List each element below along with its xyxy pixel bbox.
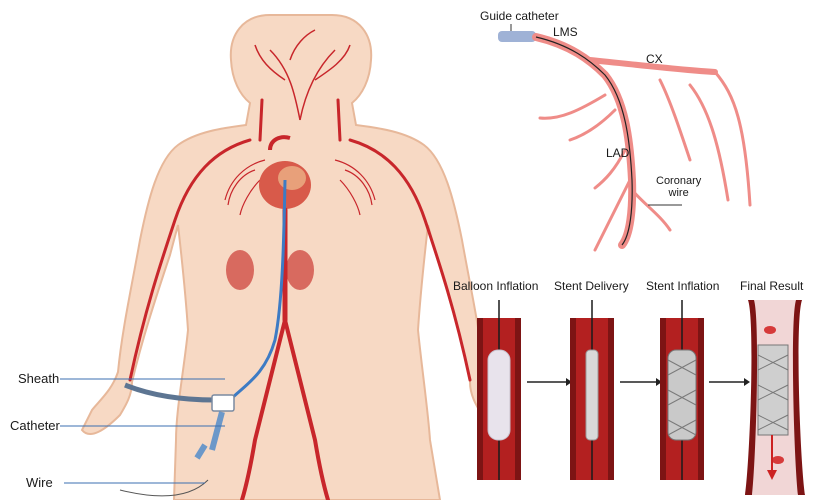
wire-label: Wire [26,475,53,490]
step2-vessel [570,300,614,480]
catheter-path [228,179,287,402]
lungs [224,159,376,216]
guide-catheter-label: Guide catheter [480,9,559,23]
head-arteries [254,29,351,121]
coronary-wire [535,36,633,246]
step-title-stent-delivery: Stent Delivery [554,279,629,293]
cx-label: CX [646,52,663,66]
lms-label: LMS [553,25,578,39]
lad-label: LAD [606,146,630,160]
catheter-label: Catheter [10,418,60,433]
coronary-arteries [532,33,752,252]
stent-steps [477,300,805,495]
step-title-final-result: Final Result [740,279,804,293]
kidneys [226,250,314,290]
step-title-stent-inflation: Stent Inflation [646,279,720,293]
step-title-balloon-inflation: Balloon Inflation [453,279,539,293]
human-body-figure [60,14,522,500]
guide-catheter-tip [498,31,536,42]
step1-vessel [477,300,521,480]
step3-vessel [660,300,704,480]
step4-vessel [745,300,805,495]
coronary-wire-label-line1: Coronary [656,175,702,187]
sheath-assembly [119,382,235,497]
coronary-diagram [498,24,752,252]
coronary-wire-label: Coronary wire [656,175,701,199]
coronary-wire-label-line2: wire [668,187,689,199]
main-arteries [128,98,472,500]
sheath-label: Sheath [18,371,60,386]
callout-lines [60,378,225,484]
